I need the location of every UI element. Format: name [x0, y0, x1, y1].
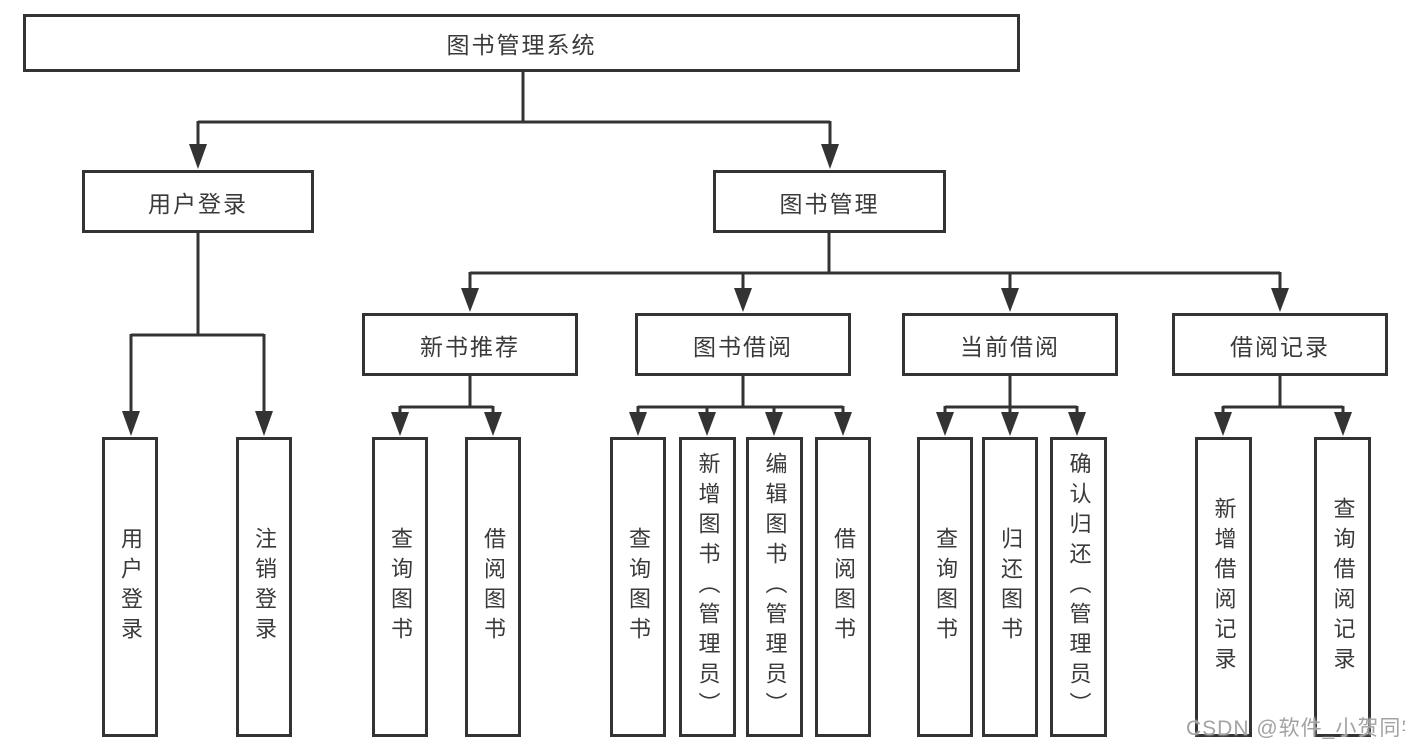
edge-new-books-to-leaves: [391, 376, 502, 436]
leaf-logout: 注销登录: [236, 437, 292, 737]
edge-user-login-to-leaves: [122, 233, 273, 436]
leaf-query-books-current: 查询图书: [917, 437, 973, 737]
node-current-borrow: 当前借阅: [902, 313, 1118, 376]
node-book-borrow: 图书借阅: [635, 313, 851, 376]
edge-current-borrow-to-leaves: [936, 376, 1086, 436]
leaf-borrow-books: 借阅图书: [815, 437, 871, 737]
arrowhead-book-management: [821, 144, 839, 169]
edge-book-management-to-level3: [461, 233, 1289, 312]
arrowhead-leaf-logout: [255, 411, 273, 436]
node-book-management: 图书管理: [713, 170, 946, 233]
leaf-query-books-recommend: 查询图书: [372, 437, 428, 737]
leaf-query-books-borrow: 查询图书: [610, 437, 666, 737]
edge-borrow-records-to-leaves: [1214, 376, 1352, 436]
edge-root-to-level2: [189, 70, 839, 169]
leaf-query-borrow-record: 查询借阅记录: [1314, 437, 1371, 737]
arrowhead-borrow-records: [1271, 288, 1289, 312]
arrowhead-book-borrow: [734, 288, 752, 312]
arrowhead-leaf-login: [122, 411, 140, 436]
arrowhead-current-borrow: [1001, 288, 1019, 312]
node-borrow-records: 借阅记录: [1172, 313, 1388, 376]
arrowhead-new-books: [461, 288, 479, 312]
node-user-login: 用户登录: [82, 170, 314, 233]
leaf-return-books: 归还图书: [982, 437, 1038, 737]
node-new-book-recommend: 新书推荐: [362, 313, 578, 376]
leaf-user-login: 用户登录: [102, 437, 158, 737]
arrowhead-user-login: [189, 144, 207, 169]
leaf-add-books-admin: 新增图书（管理员）: [679, 437, 736, 737]
edge-book-borrow-to-leaves: [629, 376, 852, 436]
csdn-watermark: CSDN @软件_小贺同学: [1186, 717, 1405, 740]
leaf-edit-books-admin: 编辑图书（管理员）: [746, 437, 803, 737]
leaf-confirm-return-admin: 确认归还（管理员）: [1050, 437, 1107, 737]
leaf-add-borrow-record: 新增借阅记录: [1195, 437, 1252, 737]
root-box-library-system: 图书管理系统: [23, 14, 1020, 72]
leaf-borrow-books-recommend: 借阅图书: [465, 437, 521, 737]
